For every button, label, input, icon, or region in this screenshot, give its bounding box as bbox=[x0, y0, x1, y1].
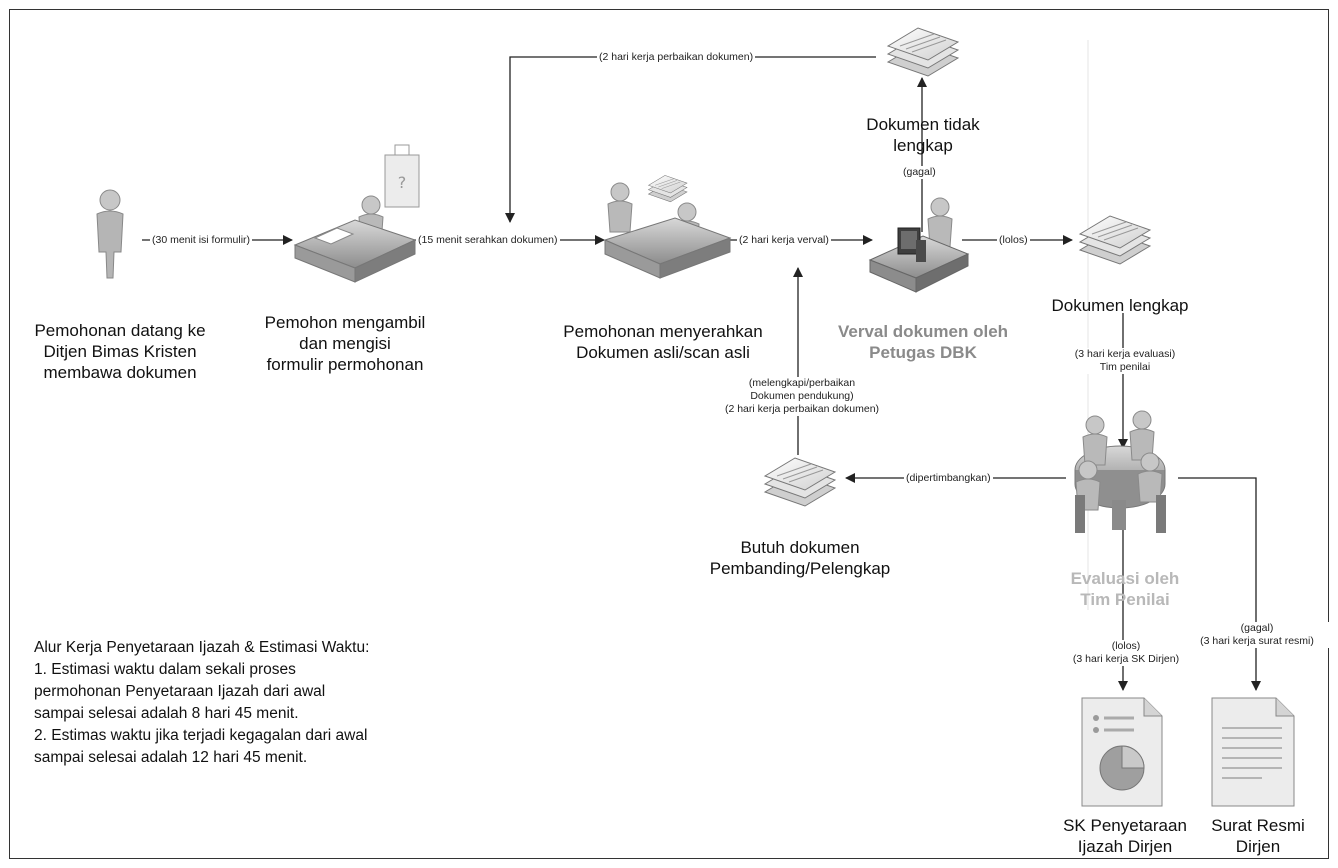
document-stack-icon bbox=[1079, 215, 1151, 265]
edge-label-evaluate: 3 hari kerja evaluasi Tim penilai bbox=[1060, 348, 1190, 374]
edge-label-verval: 2 hari kerja verval bbox=[737, 234, 831, 247]
team-meeting-table-icon bbox=[1074, 410, 1166, 533]
meeting-handover-icon bbox=[603, 175, 732, 279]
notes-line: 1. Estimasi waktu dalam sekali proses bbox=[34, 661, 296, 678]
edge-label-sk: (lolos) (3 hari kerja SK Dirjen) bbox=[1062, 640, 1190, 666]
document-stack-icon bbox=[764, 457, 836, 507]
edge-label-gagal: gagal bbox=[901, 166, 938, 179]
node-label-applicant: Pemohonan datang ke Ditjen Bimas Kristen… bbox=[34, 321, 206, 382]
edge-label-repair: 2 hari kerja perbaikan dokumen bbox=[597, 51, 756, 64]
process-notes: Alur Kerja Penyetaraan Ijazah & Estimasi… bbox=[34, 637, 454, 769]
node-label-incomplete: Dokumen tidak lengkap bbox=[866, 115, 980, 155]
node-label-letter: Surat Resmi Dirjen bbox=[1211, 816, 1305, 856]
person-at-desk-with-form-icon: ? bbox=[293, 144, 420, 283]
node-label-evaluation: Evaluasi oleh Tim Penilai bbox=[1070, 569, 1180, 609]
notes-line: sampai selesai adalah 12 hari 45 menit. bbox=[34, 749, 308, 766]
notes-heading: Alur Kerja Penyetaraan Ijazah & Estimasi… bbox=[34, 639, 370, 656]
edge-label-lolos: lolos bbox=[997, 234, 1030, 247]
notes-line: 2. Estimas waktu jika terjadi kegagalan … bbox=[34, 727, 368, 744]
officer-at-computer-icon bbox=[868, 197, 970, 293]
edge-letter-line bbox=[1178, 477, 1261, 691]
node-label-submit: Pemohonan menyerahkan Dokumen asli/scan … bbox=[563, 322, 763, 362]
edge-label-resubmit: (melengkapi/perbaikan Dokumen pendukung)… bbox=[700, 377, 904, 416]
notes-line: sampai selesai adalah 8 hari 45 menit. bbox=[34, 705, 299, 722]
node-label-extra-docs: Butuh dokumen Pembanding/Pelengkap bbox=[709, 538, 891, 578]
document-stack-icon bbox=[887, 27, 959, 77]
svg-text:?: ? bbox=[398, 173, 407, 192]
notes-line: permohonan Penyetaraan Ijazah dari awal bbox=[34, 683, 326, 700]
person-icon bbox=[96, 189, 124, 279]
diagram-frame bbox=[9, 9, 1329, 859]
node-label-verval: Verval dokumen oleh Petugas DBK bbox=[837, 322, 1009, 362]
edge-repair-line bbox=[505, 56, 876, 223]
edge-label-letter: (gagal) (3 hari kerja surat resmi) bbox=[1180, 622, 1334, 648]
node-label-form: Pemohon mengambil dan mengisi formulir p… bbox=[264, 313, 426, 374]
node-label-complete: Dokumen lengkap bbox=[1051, 296, 1189, 315]
report-document-icon bbox=[1081, 697, 1163, 807]
edge-label-form: 30 menit isi formulir bbox=[150, 234, 253, 247]
edge-label-submit: 15 menit serahkan dokumen bbox=[416, 234, 560, 247]
edge-label-considered: dipertimbangkan bbox=[904, 472, 993, 485]
letter-document-icon bbox=[1211, 697, 1295, 807]
node-label-sk: SK Penyetaraan Ijazah Dirjen bbox=[1063, 816, 1187, 856]
